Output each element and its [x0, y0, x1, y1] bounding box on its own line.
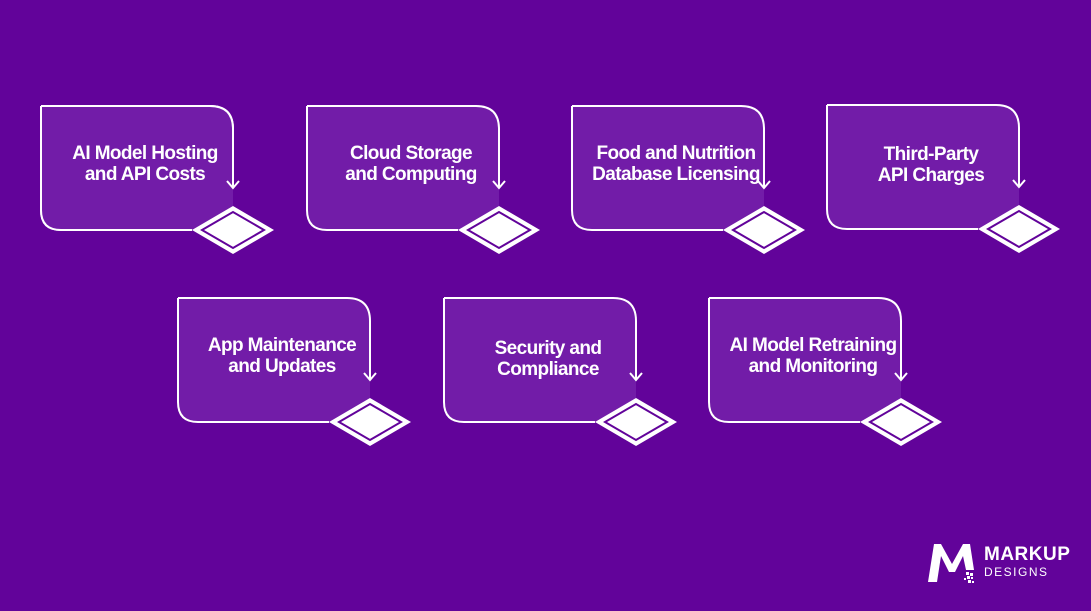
step-7-shape	[708, 297, 942, 446]
step-2-shape	[306, 105, 540, 254]
step-2-label: Cloud Storage and Computing	[316, 134, 506, 194]
step-4-shape	[826, 104, 1060, 253]
step-card-1: AI Model Hosting and API Costs	[40, 104, 280, 264]
step-card-6: Security and Compliance	[443, 296, 683, 456]
step-5-line-1: App Maintenance	[207, 335, 357, 356]
step-4-line-1: Third-Party	[883, 144, 979, 165]
step-6-label: Security and Compliance	[453, 329, 643, 389]
step-5-line-2: and Updates	[228, 356, 336, 377]
step-7-label: AI Model Retraining and Monitoring	[718, 326, 908, 386]
step-3-shape	[571, 105, 805, 254]
step-4-line-2: API Charges	[877, 165, 985, 186]
brand-name: MARKUP	[984, 544, 1071, 565]
step-card-3: Food and Nutrition Database Licensing	[571, 104, 811, 264]
step-card-5: App Maintenance and Updates	[177, 296, 417, 456]
step-1-line-2: and API Costs	[84, 164, 206, 185]
step-7-line-1: AI Model Retraining	[729, 335, 898, 356]
step-1-label: AI Model Hosting and API Costs	[50, 134, 240, 194]
step-7-line-2: and Monitoring	[748, 356, 878, 377]
step-1-line-1: AI Model Hosting	[72, 143, 218, 164]
step-3-line-1: Food and Nutrition	[596, 143, 756, 164]
step-card-4: Third-Party API Charges	[826, 103, 1066, 263]
step-2-line-1: Cloud Storage	[349, 143, 473, 164]
step-5-shape	[177, 297, 411, 446]
step-3-line-2: Database Licensing	[592, 164, 760, 185]
step-card-7: AI Model Retraining and Monitoring	[708, 296, 948, 456]
step-1-shape	[40, 105, 274, 254]
step-6-line-1: Security and	[494, 338, 602, 359]
markup-m-logo-icon	[928, 544, 974, 583]
step-6-shape	[443, 297, 677, 446]
step-6-line-2: Compliance	[497, 359, 599, 380]
brand-logo: MARKUP DESIGNS	[926, 540, 1076, 590]
step-2-line-2: and Computing	[345, 164, 477, 185]
step-3-label: Food and Nutrition Database Licensing	[581, 134, 771, 194]
step-card-2: Cloud Storage and Computing	[306, 104, 546, 264]
step-4-label: Third-Party API Charges	[836, 135, 1026, 195]
brand-tagline: DESIGNS	[984, 565, 1049, 579]
step-5-label: App Maintenance and Updates	[187, 326, 377, 386]
